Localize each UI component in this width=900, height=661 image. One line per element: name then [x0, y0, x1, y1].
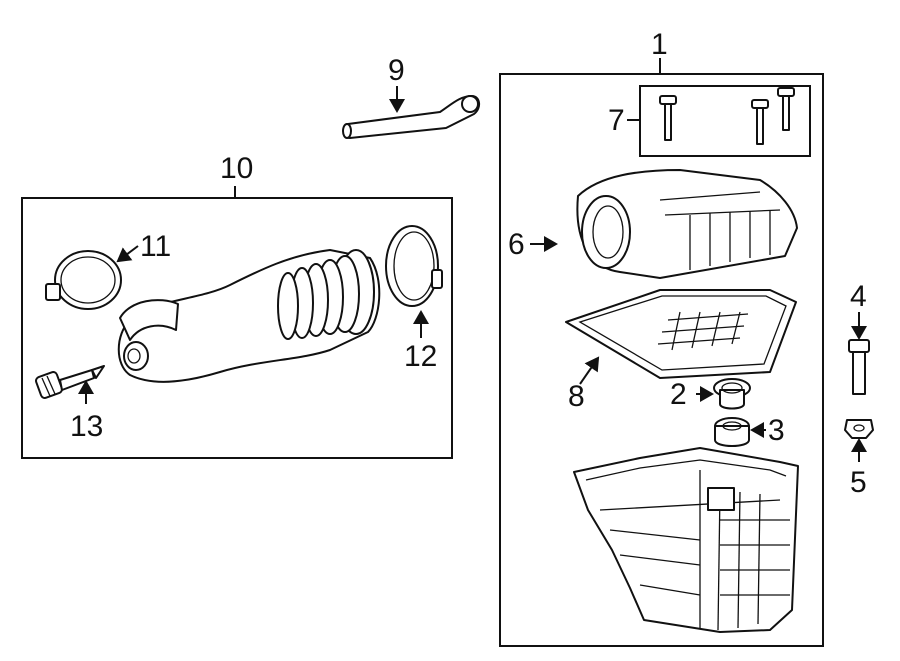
callout-11[interactable]: 11 [140, 230, 171, 263]
callout-13[interactable]: 13 [70, 410, 103, 443]
callout-2[interactable]: 2 [670, 378, 687, 411]
callout-4[interactable]: 4 [850, 280, 867, 313]
intake-duct-hose[interactable] [117, 249, 381, 383]
callout-12[interactable]: 12 [404, 340, 437, 373]
intake-duct-group: 10 11 12 [21, 152, 453, 459]
clamp-rear[interactable] [385, 225, 443, 307]
grommet[interactable] [713, 378, 751, 410]
callout-3[interactable]: 3 [768, 414, 785, 447]
callout-9[interactable]: 9 [388, 54, 405, 87]
grommet-lower[interactable] [714, 417, 750, 447]
callout-6[interactable]: 6 [508, 228, 525, 261]
callout-5[interactable]: 5 [850, 466, 867, 499]
clamp-front[interactable] [45, 250, 122, 310]
cover-screws[interactable] [659, 87, 795, 145]
air-cleaner-group: 1 7 6 [499, 28, 824, 647]
callout-10[interactable]: 10 [220, 152, 253, 185]
sensor[interactable] [35, 365, 105, 399]
callout-1[interactable]: 1 [651, 28, 668, 61]
air-cleaner-housing[interactable] [573, 447, 799, 633]
air-cleaner-cover[interactable] [576, 169, 798, 279]
callout-8[interactable]: 8 [568, 380, 585, 413]
air-filter-element[interactable] [565, 289, 797, 379]
intake-duct-frame [21, 197, 453, 459]
nut[interactable] [844, 419, 874, 439]
vent-hose[interactable] [342, 95, 480, 139]
bolt[interactable] [848, 339, 870, 395]
air-cleaner-frame [499, 73, 824, 647]
callout-7[interactable]: 7 [608, 104, 625, 137]
